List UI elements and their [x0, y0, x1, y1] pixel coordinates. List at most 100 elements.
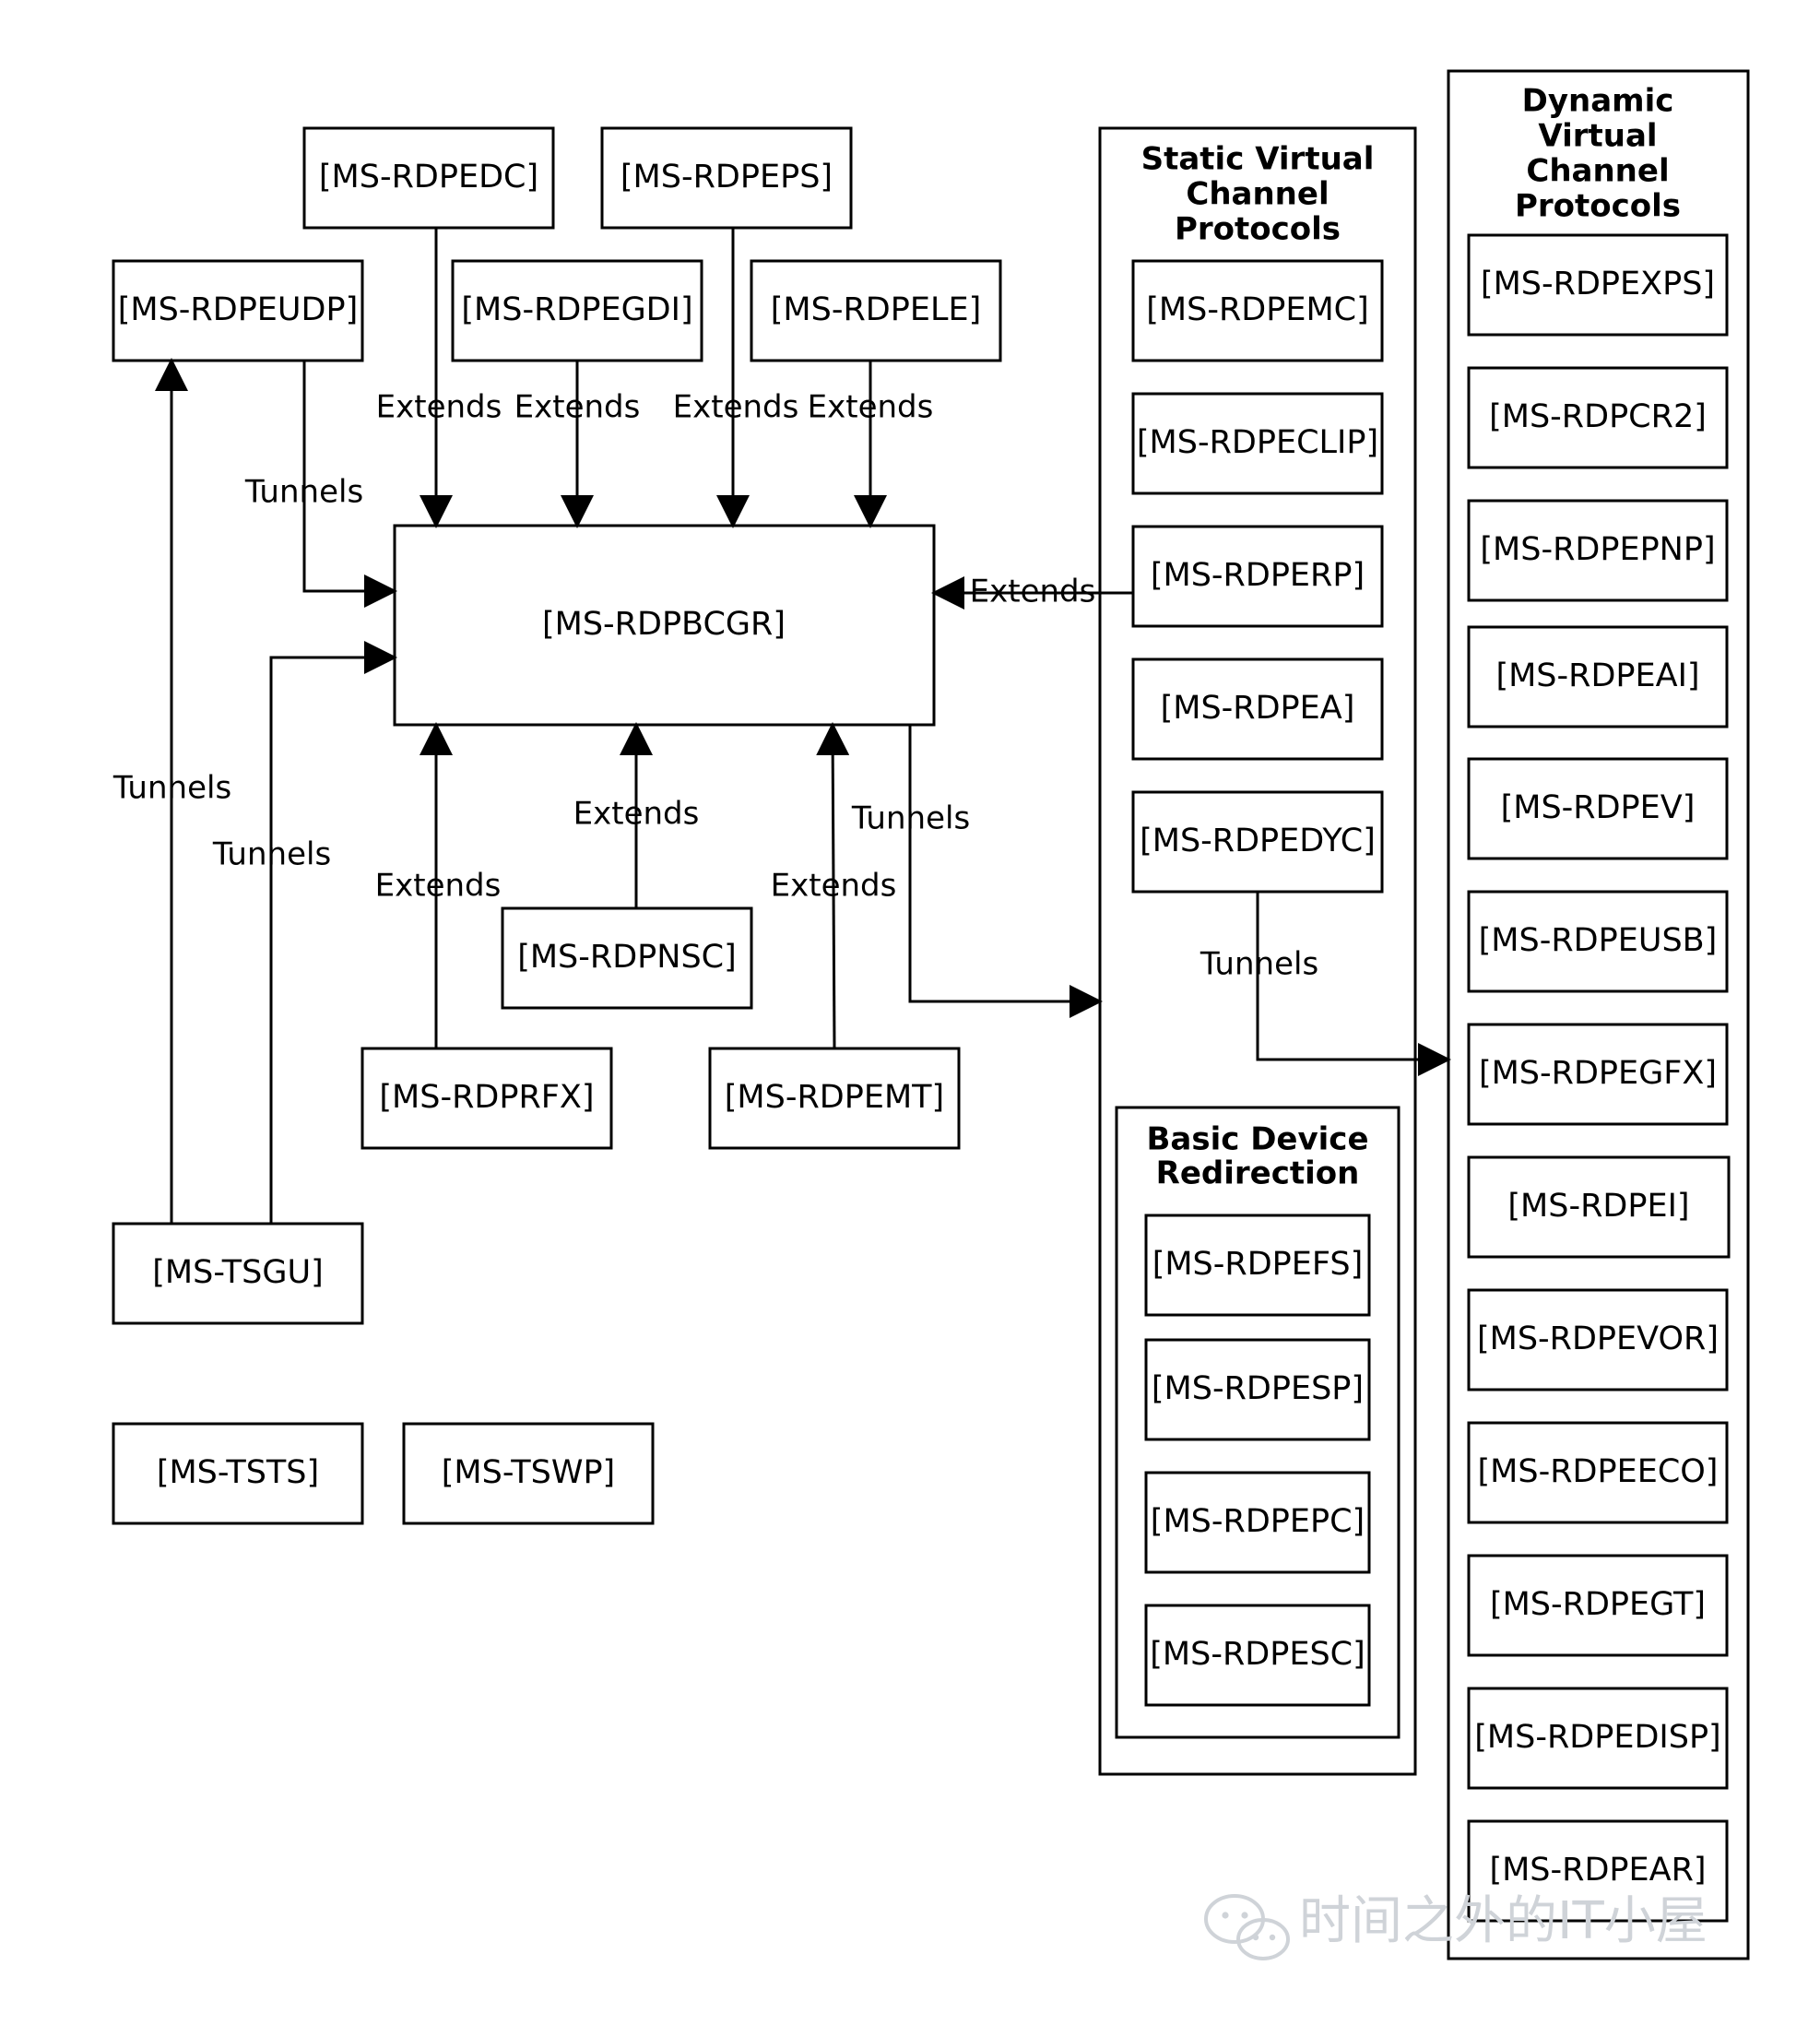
- label-tsts: [MS-TSTS]: [157, 1454, 319, 1491]
- box-tsgu: [112, 1222, 364, 1325]
- label-rdpepc: [MS-RDPEPC]: [1151, 1503, 1365, 1540]
- box-rdpeudp: [112, 259, 364, 362]
- label-edge-tunnels-rdpbcgr: Tunnels: [851, 800, 970, 837]
- box-rdpeps: [600, 126, 853, 230]
- label-rdpesp: [MS-RDPESP]: [1152, 1370, 1364, 1407]
- static-group-title-line-2: Channel: [1186, 176, 1329, 213]
- box-rdpefs: [1144, 1214, 1371, 1317]
- label-rdpegfx: [MS-RDPEGFX]: [1479, 1055, 1717, 1092]
- box-rdpegdi: [451, 259, 703, 362]
- box-tswp: [402, 1422, 655, 1525]
- label-edge-tunnels-rdpedyc: Tunnels: [1200, 946, 1318, 983]
- label-rdpeps: [MS-RDPEPS]: [620, 159, 833, 195]
- edge-rdpemt-to-rdpbcgr: [816, 722, 850, 1049]
- label-edge-tunnels-tsgu-right: Tunnels: [212, 836, 331, 873]
- box-rdpbcgr: [393, 524, 936, 727]
- label-rdpev: [MS-RDPEV]: [1501, 789, 1696, 826]
- edge-tsgu-tunnels-rdpbcgr: [269, 641, 397, 1224]
- label-edge-extends-rdpemt: Extends: [771, 868, 897, 905]
- label-rdpedc: [MS-RDPEDC]: [319, 159, 538, 195]
- label-rdpeusb: [MS-RDPEUSB]: [1479, 922, 1718, 959]
- static-group-title-line-3: Protocols: [1175, 211, 1341, 248]
- edge-rdpeudp-tunnels-rdpbcgr: [302, 361, 397, 608]
- box-rdprfx: [360, 1047, 613, 1150]
- edge-rdpedyc-tunnels-dynamic-group: [1256, 892, 1451, 1076]
- box-rdpemt: [708, 1047, 961, 1150]
- dynamic-group-title-line-1: Dynamic: [1522, 83, 1674, 120]
- label-edge-tunnels-rdpeudp: Tunnels: [244, 474, 363, 511]
- box-rdpele: [750, 259, 1002, 362]
- static-group-title-line-1: Static Virtual: [1141, 141, 1375, 178]
- box-rdpei: [1467, 1155, 1731, 1259]
- label-edge-extends-rdpele: Extends: [808, 389, 934, 426]
- basic-group-title-line-1: Basic Device: [1146, 1121, 1368, 1158]
- label-rdpcr2: [MS-RDPCR2]: [1489, 398, 1707, 435]
- label-rdpeeco: [MS-RDPEECO]: [1478, 1453, 1719, 1490]
- label-rdpbcgr: [MS-RDPBCGR]: [542, 606, 786, 643]
- label-rdpefs: [MS-RDPEFS]: [1152, 1246, 1364, 1283]
- box-rdpeeco: [1467, 1421, 1729, 1524]
- label-rdpeudp: [MS-RDPEUDP]: [118, 291, 359, 328]
- box-rdpepnp: [1467, 499, 1729, 602]
- box-rdpeclip: [1131, 392, 1384, 495]
- label-edge-extends-rdpedc: Extends: [376, 389, 502, 426]
- label-rdpesc: [MS-RDPESC]: [1150, 1636, 1365, 1673]
- basic-group-title-line-2: Redirection: [1156, 1155, 1360, 1192]
- box-rdpeai: [1467, 625, 1729, 728]
- box-rdpepc: [1144, 1471, 1371, 1574]
- box-rdpedisp: [1467, 1687, 1729, 1790]
- static-virtual-channel-group: [1098, 126, 1417, 1776]
- box-rdpnsc: [501, 906, 753, 1010]
- label-rdpegt: [MS-RDPEGT]: [1490, 1586, 1706, 1623]
- box-rdpemc: [1131, 259, 1384, 362]
- box-rdpesp: [1144, 1338, 1371, 1441]
- edge-rdpbcgr-tunnels-static-group: [908, 725, 1103, 1018]
- dynamic-group-title-line-3: Channel: [1526, 153, 1669, 190]
- label-rdpear: [MS-RDPEAR]: [1489, 1852, 1706, 1889]
- box-rdpedc: [302, 126, 555, 230]
- box-rdperp: [1131, 525, 1384, 628]
- label-tsgu: [MS-TSGU]: [152, 1254, 323, 1291]
- label-rdpedyc: [MS-RDPEDYC]: [1140, 823, 1376, 859]
- label-edge-extends-rdperp: Extends: [970, 574, 1096, 610]
- label-edge-tunnels-tsgu-left: Tunnels: [112, 770, 231, 807]
- box-rdpcr2: [1467, 366, 1729, 469]
- label-edge-extends-rdprfx: Extends: [375, 868, 502, 905]
- label-edge-extends-rdpegdi: Extends: [514, 389, 641, 426]
- label-edge-extends-rdpeps: Extends: [673, 389, 799, 426]
- label-rdpevor: [MS-RDPEVOR]: [1477, 1320, 1719, 1357]
- label-rdpeai: [MS-RDPEAI]: [1495, 657, 1699, 694]
- label-rdpeclip: [MS-RDPECLIP]: [1137, 424, 1378, 461]
- box-tsts: [112, 1422, 364, 1525]
- label-rdperp: [MS-RDPERP]: [1151, 557, 1365, 594]
- label-rdprfx: [MS-RDPRFX]: [379, 1079, 594, 1116]
- label-rdpegdi: [MS-RDPEGDI]: [461, 291, 692, 328]
- label-edge-extends-rdpnsc: Extends: [573, 796, 700, 833]
- label-rdpemt: [MS-RDPEMT]: [725, 1079, 944, 1116]
- label-rdpemc: [MS-RDPEMC]: [1146, 291, 1368, 328]
- dynamic-group-title-line-4: Protocols: [1515, 188, 1681, 225]
- label-rdpei: [MS-RDPEI]: [1507, 1188, 1689, 1225]
- dynamic-group-title-line-2: Virtual: [1538, 118, 1657, 155]
- box-rdpear: [1467, 1819, 1729, 1923]
- box-rdpeusb: [1467, 890, 1729, 993]
- watermark-text: 时间之外的IT小屋: [1299, 1891, 1708, 1951]
- box-rdpev: [1467, 757, 1729, 860]
- label-rdpedisp: [MS-RDPEDISP]: [1474, 1719, 1720, 1756]
- label-rdpexps: [MS-RDPEXPS]: [1481, 266, 1715, 302]
- label-rdpnsc: [MS-RDPNSC]: [517, 939, 737, 976]
- basic-device-redirection-group: [1115, 1106, 1400, 1739]
- box-rdpegt: [1467, 1554, 1729, 1657]
- label-rdpepnp: [MS-RDPEPNP]: [1480, 531, 1715, 568]
- label-tswp: [MS-TSWP]: [442, 1454, 615, 1491]
- label-rdpea: [MS-RDPEA]: [1161, 690, 1355, 727]
- dynamic-virtual-channel-group: [1447, 69, 1750, 1960]
- box-rdpedyc: [1131, 790, 1384, 894]
- box-rdpegfx: [1467, 1023, 1729, 1126]
- box-rdpesc: [1144, 1604, 1371, 1707]
- box-rdpevor: [1467, 1288, 1729, 1391]
- wechat-icon: [1204, 1894, 1290, 1960]
- box-rdpea: [1131, 657, 1384, 761]
- label-rdpele: [MS-RDPELE]: [771, 291, 981, 328]
